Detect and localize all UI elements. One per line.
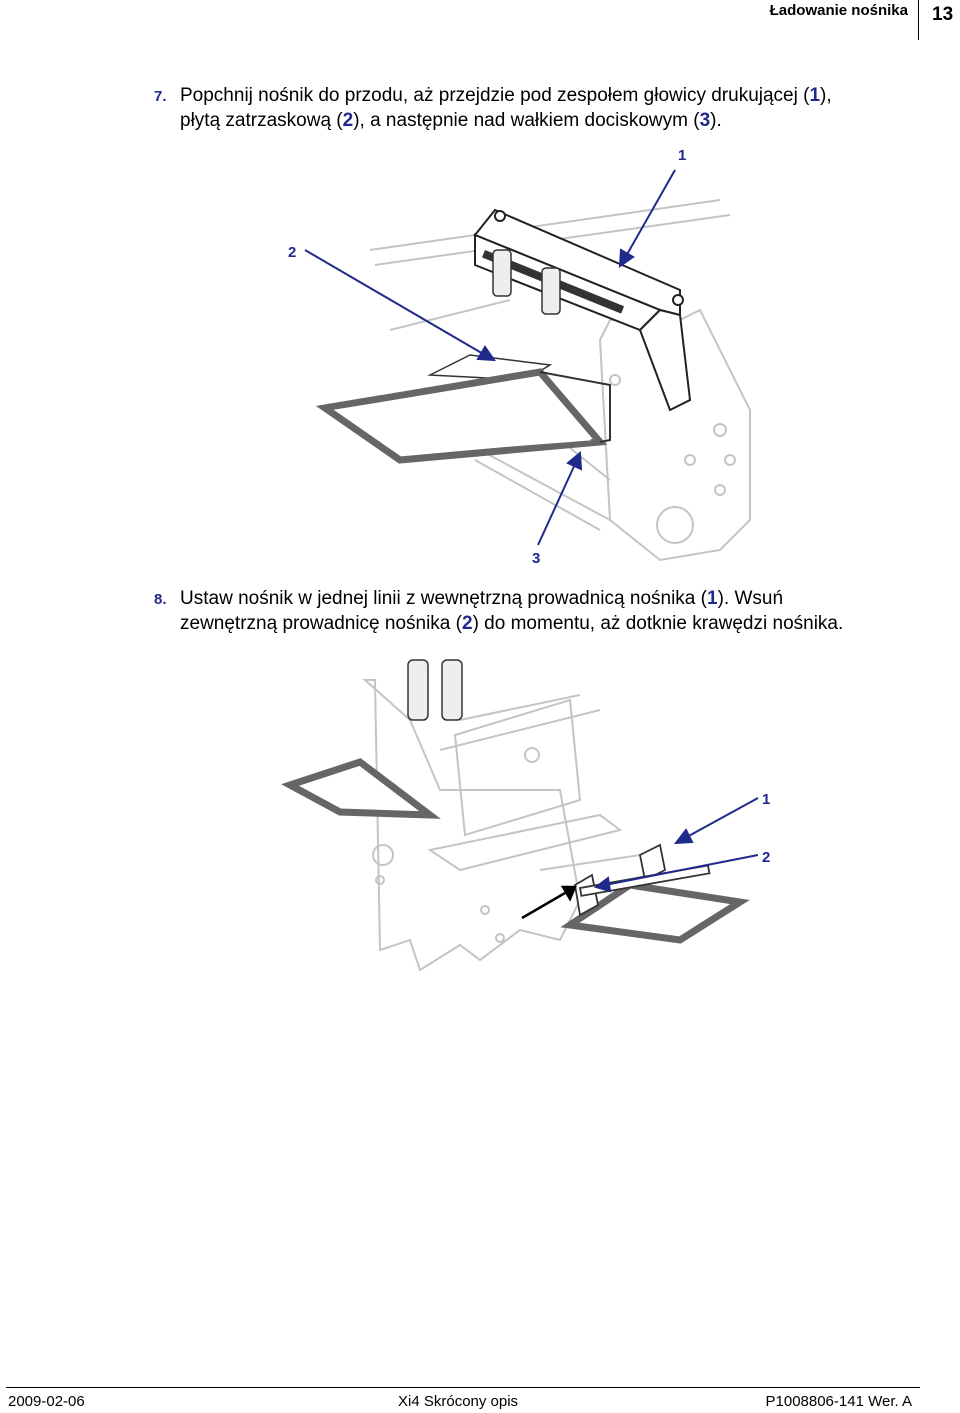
footer-doc-id: P1008806-141 Wer. A: [765, 1393, 913, 1410]
step-8-line-2: zewnętrzną prowadnicę nośnika (2) do mom…: [180, 613, 844, 634]
ref-3: 3: [699, 110, 711, 131]
ref-1: 1: [809, 85, 821, 106]
section-title: Ładowanie nośnika: [769, 2, 908, 19]
callout-2: 2: [762, 849, 770, 866]
footer-divider: [6, 1387, 920, 1388]
step-7-line-2: płytą zatrzaskową (2), a następnie nad w…: [180, 110, 722, 131]
callout-2: 2: [288, 244, 296, 261]
step-7-number: 7.: [154, 88, 167, 105]
step-8-number: 8.: [154, 591, 167, 608]
step-8-text: 8. Ustaw nośnik w jednej linii z wewnętr…: [154, 586, 844, 636]
callout-1: 1: [762, 791, 770, 808]
page-number: 13: [932, 4, 954, 25]
figure-media-guides: 1 2: [281, 659, 770, 972]
figure-media-under-printhead: 1 2 3: [288, 147, 751, 567]
footer-date: 2009-02-06: [8, 1393, 85, 1410]
step-7-line-1: Popchnij nośnik do przodu, aż przejdzie …: [180, 85, 832, 106]
header-divider: [918, 0, 919, 40]
step-8-line-1: Ustaw nośnik w jednej linii z wewnętrzną…: [180, 588, 784, 609]
callout-1: 1: [678, 147, 686, 164]
callout-3: 3: [532, 550, 540, 567]
step-7-text: 7. Popchnij nośnik do przodu, aż przejdz…: [154, 83, 832, 133]
ref-1: 1: [706, 588, 718, 609]
ref-2: 2: [462, 613, 473, 634]
footer-doc-title: Xi4 Skrócony opis: [398, 1393, 519, 1410]
ref-2: 2: [342, 110, 354, 131]
